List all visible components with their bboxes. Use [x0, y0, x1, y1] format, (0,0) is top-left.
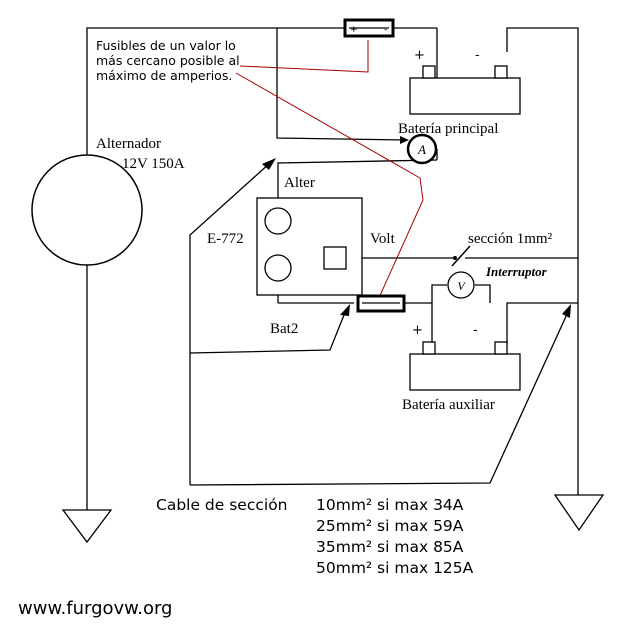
- alter-arrowhead: [262, 158, 276, 170]
- left-ground-symbol: [61, 509, 113, 544]
- alternator-name: Alternador: [96, 136, 161, 152]
- bat2-arrowhead: [340, 304, 350, 316]
- aux-minus-sign: -: [473, 323, 478, 338]
- main-battery-label: Batería principal: [398, 121, 498, 137]
- cable-size-item: 35mm² si max 85A: [316, 538, 464, 556]
- relay-terminal-volt: [323, 246, 347, 270]
- fuse-note-pointers: [235, 40, 424, 301]
- aux-battery-minus-post: [494, 341, 508, 355]
- top-wire: [86, 27, 345, 155]
- alternator: [31, 154, 143, 266]
- aux-battery-plus-post: [422, 341, 436, 355]
- aux-battery: [409, 341, 521, 391]
- main-plus-sign: +: [414, 48, 425, 63]
- aux-battery-label: Batería auxiliar: [402, 397, 495, 413]
- bat2-terminal-label: Bat2: [270, 321, 298, 337]
- alter-terminal-label: Alter: [284, 175, 315, 191]
- ground-arrow-wire: [189, 311, 569, 486]
- alternator-rating: 12V 150A: [122, 156, 185, 172]
- voltmeter-left-lead: [431, 284, 447, 303]
- right-ground-symbol: [553, 494, 605, 532]
- cable-size-item: 10mm² si max 34A: [316, 496, 464, 514]
- alter-feed-wire: [277, 159, 438, 198]
- aux-fuse: [356, 294, 406, 313]
- voltmeter-right-lead: [475, 284, 491, 303]
- switch-blade: [451, 245, 471, 267]
- switch-contact: [453, 256, 457, 260]
- section-note: sección 1mm²: [468, 231, 553, 247]
- relay-terminal-bat2: [264, 254, 292, 282]
- relay-terminal-alter: [264, 207, 292, 235]
- bat2-arrow-wire: [189, 309, 347, 354]
- main-negative-wire: [506, 27, 579, 483]
- cable-title: Cable de sección: [156, 496, 288, 514]
- cable-size-item: 25mm² si max 59A: [316, 517, 464, 535]
- voltmeter: [447, 271, 475, 299]
- relay-model-label: E-772: [207, 231, 244, 247]
- cable-sizes: 10mm² si max 34A 25mm² si max 59A 35mm² …: [316, 496, 474, 577]
- pointer-to-main-fuse: [239, 40, 369, 73]
- main-battery-minus-post: [494, 65, 508, 79]
- aux-negative-wire: [506, 302, 578, 344]
- ground-arrowhead: [562, 304, 571, 318]
- switch-label: Interruptor: [485, 264, 548, 279]
- website: www.furgovw.org: [18, 598, 172, 619]
- aux-plus-sign: +: [412, 323, 423, 338]
- main-fuse: [343, 18, 395, 38]
- ammeter: [406, 133, 438, 165]
- main-battery: [409, 65, 521, 115]
- fuse-plus-sign: +: [350, 25, 358, 35]
- fuse-note: Fusibles de un valor lo más cercano posi…: [96, 38, 240, 83]
- wires: [86, 27, 579, 510]
- pointer-to-aux-fuse: [235, 72, 424, 301]
- fuse-minus-sign: -: [384, 25, 387, 35]
- fuse-note-line-2: más cercano posible al: [96, 53, 240, 68]
- ammeter-symbol: A: [417, 142, 426, 157]
- ammeter-feed-wire: [276, 28, 408, 141]
- ammeter-arrowhead: [400, 136, 409, 144]
- cable-size-item: 50mm² si max 125A: [316, 559, 474, 577]
- relay-box: [256, 197, 363, 296]
- fuse-note-line-3: máximo de amperios.: [96, 68, 232, 83]
- alter-arrow-wire: [189, 162, 271, 485]
- main-minus-sign: -: [475, 48, 480, 63]
- volt-terminal-label: Volt: [370, 231, 396, 247]
- fuse-note-line-1: Fusibles de un valor lo: [96, 38, 236, 53]
- main-battery-plus-post: [422, 65, 436, 79]
- voltmeter-symbol: V: [457, 279, 466, 293]
- arrowheads: [262, 136, 571, 318]
